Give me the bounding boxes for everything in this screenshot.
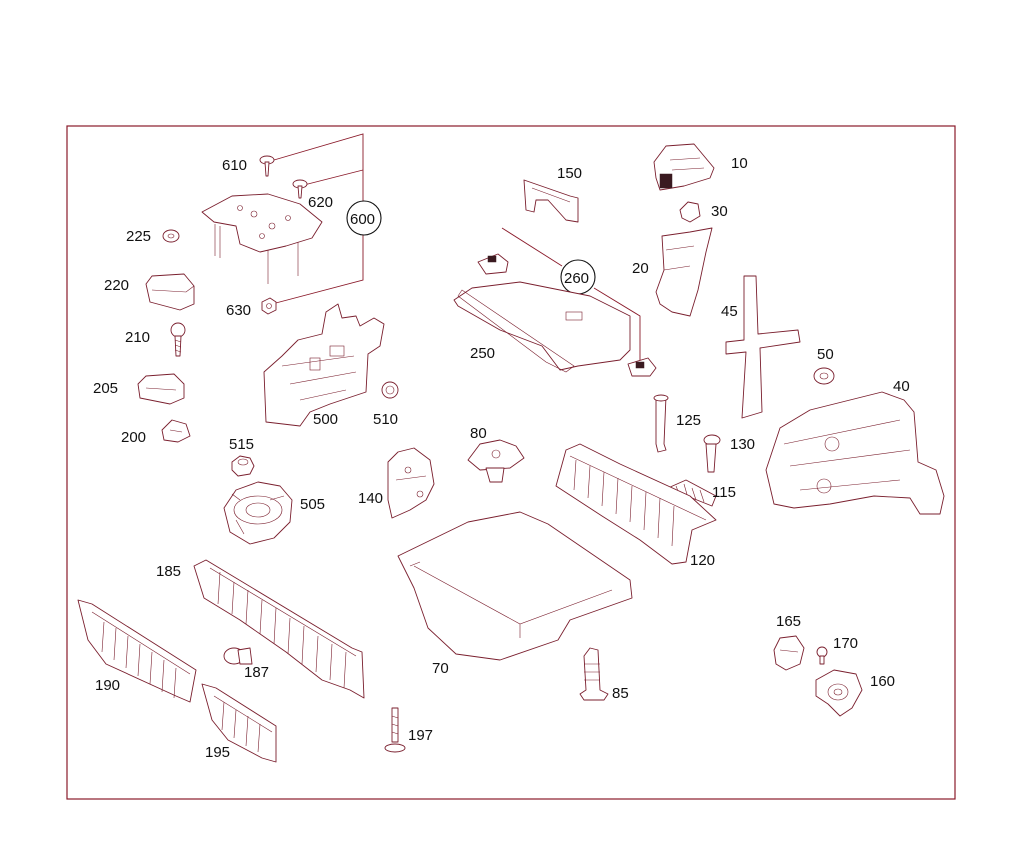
- callout-30: 30: [711, 203, 728, 220]
- part-220-cap[interactable]: [145, 273, 195, 311]
- part-10-box[interactable]: [653, 143, 715, 191]
- callout-40: 40: [893, 378, 910, 395]
- callout-225: 225: [126, 228, 151, 245]
- part-130-pin[interactable]: [703, 434, 721, 473]
- part-40-side-panel[interactable]: [765, 391, 945, 515]
- callout-150: 150: [557, 165, 582, 182]
- part-205-clip[interactable]: [137, 373, 185, 405]
- part-210-screw[interactable]: [170, 322, 186, 357]
- part-197-bolt[interactable]: [384, 707, 406, 753]
- callout-45: 45: [721, 303, 738, 320]
- callout-187: 187: [244, 664, 269, 681]
- part-120-sill-panel[interactable]: [555, 443, 717, 565]
- part-70-tub[interactable]: [397, 511, 633, 661]
- part-225-washer[interactable]: [162, 229, 180, 243]
- diagram-frame: [66, 125, 956, 800]
- part-30-grommet[interactable]: [679, 201, 701, 223]
- part-150-hinge[interactable]: [523, 179, 579, 223]
- callout-197: 197: [408, 727, 433, 744]
- part-200-clip[interactable]: [161, 419, 191, 443]
- part-195-panel[interactable]: [201, 683, 277, 763]
- part-260-latch[interactable]: [477, 253, 509, 275]
- part-185-panel[interactable]: [193, 559, 365, 699]
- callout-85: 85: [612, 685, 629, 702]
- part-600-group: [201, 133, 382, 315]
- part-630-nut[interactable]: [261, 297, 277, 315]
- part-125-bolt[interactable]: [653, 394, 669, 453]
- callout-200: 200: [121, 429, 146, 446]
- callout-130: 130: [730, 436, 755, 453]
- part-610-screw[interactable]: [259, 155, 275, 177]
- part-45-strap[interactable]: [725, 275, 801, 419]
- callout-170: 170: [833, 635, 858, 652]
- part-187-clip[interactable]: [223, 647, 253, 665]
- callout-205: 205: [93, 380, 118, 397]
- callout-185: 185: [156, 563, 181, 580]
- callout-50: 50: [817, 346, 834, 363]
- callout-140: 140: [358, 490, 383, 507]
- callout-600: 600: [350, 211, 375, 228]
- callout-510: 510: [373, 411, 398, 428]
- part-190-panel[interactable]: [77, 599, 197, 703]
- part-140-bracket[interactable]: [387, 447, 435, 519]
- part-620-screw[interactable]: [292, 179, 308, 199]
- part-260-latch-right[interactable]: [627, 357, 657, 377]
- part-plate[interactable]: [201, 193, 323, 284]
- part-160-socket[interactable]: [815, 669, 863, 717]
- callout-120: 120: [690, 552, 715, 569]
- part-80-clip[interactable]: [467, 439, 525, 483]
- callout-195: 195: [205, 744, 230, 761]
- callout-505: 505: [300, 496, 325, 513]
- callout-630: 630: [226, 302, 251, 319]
- part-500-bracket[interactable]: [263, 303, 385, 427]
- callout-500: 500: [313, 411, 338, 428]
- part-250-cover[interactable]: [453, 281, 631, 373]
- callout-ring-600: [346, 200, 382, 236]
- callout-80: 80: [470, 425, 487, 442]
- callout-620: 620: [308, 194, 333, 211]
- part-165-cover[interactable]: [773, 635, 805, 671]
- callout-160: 160: [870, 673, 895, 690]
- callout-250: 250: [470, 345, 495, 362]
- callout-20: 20: [632, 260, 649, 277]
- part-515-nut[interactable]: [231, 455, 255, 477]
- part-20-trim[interactable]: [655, 227, 713, 317]
- callout-190: 190: [95, 677, 120, 694]
- callout-610: 610: [222, 157, 247, 174]
- part-505-wheel-holder[interactable]: [223, 481, 293, 545]
- part-50-washer[interactable]: [813, 367, 835, 385]
- callout-515: 515: [229, 436, 254, 453]
- callout-115: 115: [712, 484, 736, 501]
- part-510-grommet[interactable]: [381, 381, 399, 399]
- part-85-buffer[interactable]: [579, 647, 609, 701]
- part-170-screw[interactable]: [816, 646, 828, 665]
- callout-70: 70: [432, 660, 449, 677]
- callout-260: 260: [564, 270, 589, 287]
- callout-165: 165: [776, 613, 801, 630]
- callout-10: 10: [731, 155, 748, 172]
- callout-210: 210: [125, 329, 150, 346]
- callout-220: 220: [104, 277, 129, 294]
- part-260-group: [477, 227, 657, 377]
- callout-125: 125: [676, 412, 701, 429]
